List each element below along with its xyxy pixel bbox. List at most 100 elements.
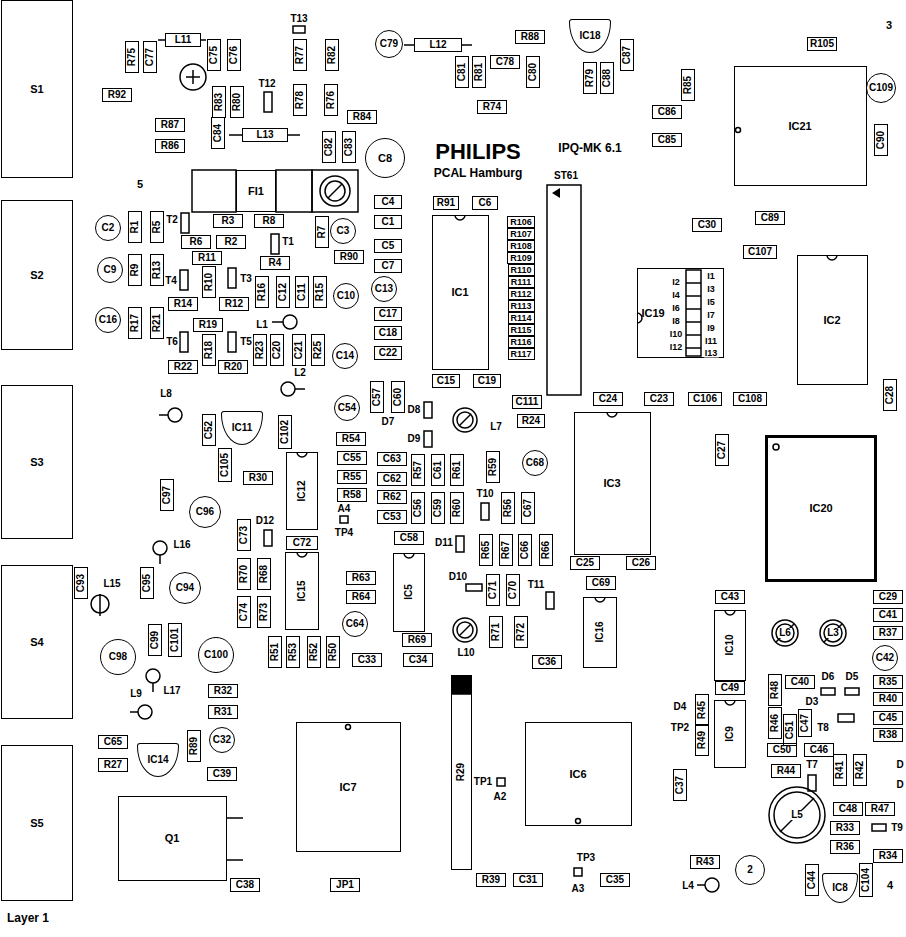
part-designator: R8 <box>263 216 276 226</box>
part-designator: C50 <box>773 745 791 755</box>
part-outline: R71 <box>489 616 503 648</box>
part-designator: C109 <box>869 83 893 93</box>
part-outline: C15 <box>432 374 460 388</box>
part-outline: R70 <box>237 558 251 590</box>
round-part-outline: C3 <box>330 218 356 244</box>
round-part-outline: C94 <box>169 572 201 604</box>
silkscreen-label: I12 <box>669 343 684 352</box>
part-designator: R115 <box>510 326 531 335</box>
part-outline: R44 <box>771 764 801 778</box>
part-outline: R62 <box>377 490 407 504</box>
part-designator: C69 <box>592 578 610 588</box>
part-designator: R60 <box>452 499 462 517</box>
part-outline: R11 <box>192 251 222 265</box>
silkscreen-label: I5 <box>706 298 716 307</box>
silkscreen-label: I2 <box>671 278 681 287</box>
part-outline: C1 <box>374 215 402 229</box>
silkscreen-label: PCAL Hamburg <box>433 167 523 179</box>
part-designator: R105 <box>810 39 834 49</box>
part-outline: C67 <box>521 492 535 524</box>
silkscreen-label: L6 <box>778 628 792 638</box>
part-designator: R78 <box>295 91 305 109</box>
part-designator: R86 <box>161 141 179 151</box>
part-outline: C19 <box>473 374 501 388</box>
silkscreen-label: PHILIPS <box>434 141 522 163</box>
part-outline: R49 <box>695 724 709 756</box>
round-part-outline: C79 <box>375 30 403 58</box>
silkscreen-label: T9 <box>890 823 904 833</box>
part-designator: IC9 <box>725 726 735 742</box>
silkscreen-label: TP3 <box>576 853 596 863</box>
part-designator: IC19 <box>642 308 665 319</box>
part-outline: C73 <box>237 519 251 551</box>
part-designator: C16 <box>99 315 117 325</box>
silkscreen-label: L16 <box>172 540 191 550</box>
part-outline: IC12 <box>286 452 318 530</box>
part-outline: IC9 <box>714 700 746 768</box>
silkscreen-label: D10 <box>448 572 468 582</box>
part-designator: C90 <box>876 131 886 149</box>
part-designator: S4 <box>30 637 43 648</box>
part-designator: IC16 <box>595 621 605 642</box>
part-designator: C107 <box>748 247 772 257</box>
part-outline: R65 <box>479 534 493 566</box>
part-outline: R75 <box>125 41 139 73</box>
part-designator: R89 <box>189 737 199 755</box>
part-outline: C17 <box>374 307 402 321</box>
part-designator: C45 <box>879 713 897 723</box>
part-designator: R24 <box>522 416 540 426</box>
part-outline: R108 <box>507 240 535 252</box>
silkscreen-label: Layer 1 <box>6 912 50 924</box>
part-designator: C89 <box>761 213 779 223</box>
part-designator: C48 <box>839 804 857 814</box>
round-part-outline: C13 <box>371 276 397 302</box>
part-designator: R36 <box>836 842 854 852</box>
part-designator: C32 <box>213 735 231 745</box>
part-designator: R58 <box>343 490 361 500</box>
part-outline: C106 <box>688 392 722 406</box>
part-designator: R31 <box>214 707 232 717</box>
part-designator: C111 <box>516 397 539 407</box>
part-designator: C40 <box>791 677 809 687</box>
transistor-outline: IC8 <box>822 873 858 903</box>
part-designator: C77 <box>145 48 155 66</box>
part-outline: C97 <box>160 479 174 511</box>
part-designator: R90 <box>340 252 358 262</box>
part-designator: C10 <box>337 291 355 301</box>
part-outline: R47 <box>865 802 895 816</box>
part-outline: C87 <box>620 39 634 71</box>
part-outline: S2 <box>1 200 73 350</box>
part-designator: R112 <box>510 290 531 299</box>
part-designator: C36 <box>538 657 556 667</box>
part-designator: R14 <box>174 299 192 309</box>
silkscreen-label: I7 <box>706 311 716 320</box>
part-designator: R74 <box>483 102 501 112</box>
transistor-outline: IC11 <box>221 411 263 445</box>
part-designator: C79 <box>380 39 398 49</box>
part-designator: IC18 <box>579 31 600 41</box>
part-designator: S3 <box>30 457 43 468</box>
part-designator: C93 <box>76 574 86 592</box>
part-outline: IC6 <box>525 722 632 826</box>
part-designator: R66 <box>541 541 551 559</box>
part-designator: C42 <box>876 653 894 663</box>
round-part-outline: C100 <box>198 637 234 673</box>
part-designator: L13 <box>256 130 273 140</box>
part-designator: C100 <box>204 650 228 660</box>
silkscreen-label: D8 <box>407 405 422 415</box>
part-outline: R84 <box>347 110 377 124</box>
part-outline: C35 <box>600 873 630 887</box>
part-designator: IC21 <box>788 121 811 132</box>
silkscreen-label: D9 <box>407 434 422 444</box>
part-outline: R15 <box>313 276 327 308</box>
part-outline: R83 <box>212 86 226 118</box>
part-designator: C61 <box>433 461 443 479</box>
part-outline: R105 <box>807 37 837 51</box>
round-part-outline: C109 <box>866 73 896 103</box>
part-designator: C66 <box>520 541 530 559</box>
silkscreen-label: L2 <box>293 368 307 378</box>
part-designator: R87 <box>161 120 179 130</box>
part-designator: C22 <box>379 348 397 358</box>
part-outline: C105 <box>218 448 232 482</box>
part-designator: S5 <box>30 818 43 829</box>
